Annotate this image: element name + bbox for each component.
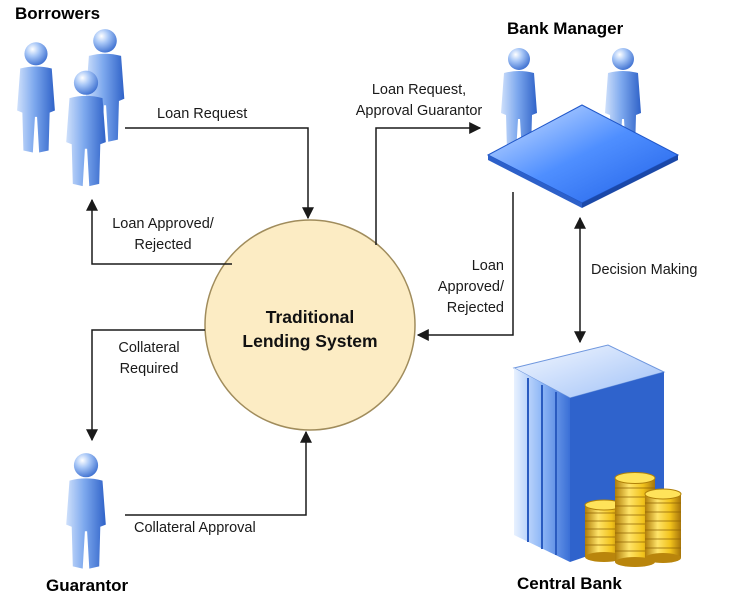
arrow-request-to-manager xyxy=(375,122,482,245)
coins-icon xyxy=(584,472,682,567)
guarantor-icon xyxy=(66,453,106,569)
label-request-to-manager: Loan Request, Approval Guarantor xyxy=(348,80,490,122)
label-request-to-manager-line1: Loan Request, xyxy=(371,82,467,98)
arrow-loan-approved-to-borrowers xyxy=(86,198,232,265)
arrow-manager-decision xyxy=(416,192,514,341)
arrow-collateral-approval xyxy=(125,430,312,516)
lending-system-line1: Traditional xyxy=(265,307,355,327)
borrowers-title: Borrowers xyxy=(15,4,101,23)
label-collateral-approval: Collateral Approval xyxy=(134,520,256,536)
label-manager-decision: Loan Approved/ Rejected xyxy=(400,256,504,319)
label-manager-decision-line3: Rejected xyxy=(446,300,504,316)
label-collateral-required-line1: Collateral xyxy=(118,340,180,356)
lending-system-node xyxy=(204,219,416,431)
label-collateral-required: Collateral Required xyxy=(96,338,202,380)
label-loan-approved-borrower-line1: Loan Approved/ xyxy=(112,216,214,232)
label-collateral-required-line2: Required xyxy=(119,361,179,377)
label-decision-making: Decision Making xyxy=(591,262,698,278)
label-loan-approved-borrower-line2: Rejected xyxy=(134,237,192,253)
bank-manager-icon xyxy=(486,48,680,208)
arrow-loan-request xyxy=(125,127,314,220)
lending-system-title: Traditional Lending System xyxy=(210,305,410,353)
bank-manager-title: Bank Manager xyxy=(507,19,624,38)
label-request-to-manager-line2: Approval Guarantor xyxy=(355,103,483,119)
central-bank-title: Central Bank xyxy=(517,574,622,593)
borrowers-icon xyxy=(17,29,125,187)
guarantor-title: Guarantor xyxy=(46,576,129,595)
label-manager-decision-line2: Approved/ xyxy=(437,279,504,295)
label-loan-approved-borrower: Loan Approved/ Rejected xyxy=(96,214,230,256)
label-loan-request: Loan Request xyxy=(157,106,248,122)
arrow-collateral-required xyxy=(86,329,205,442)
label-manager-decision-line1: Loan xyxy=(471,258,504,274)
lending-system-line2: Lending System xyxy=(242,331,378,351)
